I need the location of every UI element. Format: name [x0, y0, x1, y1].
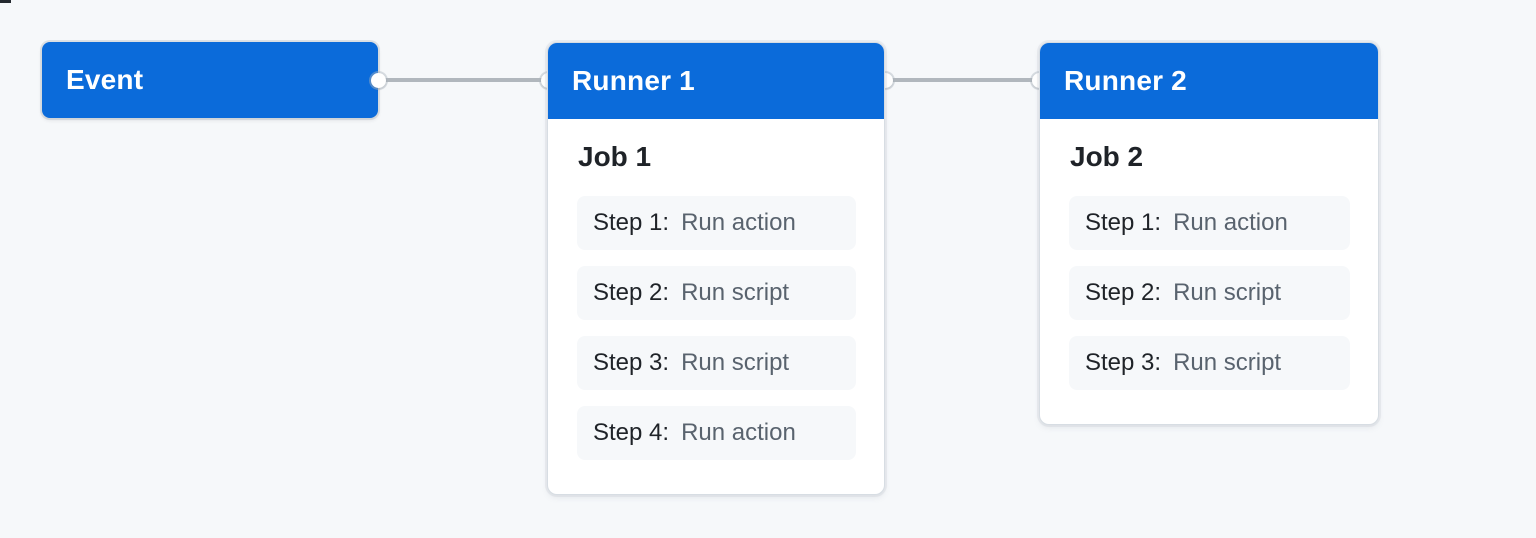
step-description: Run action [1173, 209, 1288, 236]
connector-line-runner1-runner2 [885, 78, 1040, 82]
runner1-title: Runner 1 [572, 65, 695, 96]
connector-line-event-runner1 [378, 78, 548, 82]
runner1-body: Job 1 Step 1: Run action Step 2: Run scr… [548, 119, 884, 460]
step-item: Step 1: Run action [577, 196, 856, 250]
step-label: Step 1: [593, 209, 670, 236]
step-label: Step 3: [1085, 349, 1162, 376]
step-description: Run script [1173, 349, 1282, 376]
step-item: Step 2: Run script [1069, 266, 1350, 320]
step-item: Step 3: Run script [577, 336, 856, 390]
step-label: Step 3: [593, 349, 670, 376]
step-description: Run action [681, 209, 796, 236]
step-item: Step 2: Run script [577, 266, 856, 320]
step-item: Step 1: Run action [1069, 196, 1350, 250]
corner-artifact-mark [0, 0, 11, 3]
job2-title: Job 2 [1070, 141, 1144, 172]
step-label: Step 1: [1085, 209, 1162, 236]
step-description: Run script [681, 349, 790, 376]
step-description: Run script [1173, 279, 1282, 306]
step-label: Step 2: [593, 279, 670, 306]
runner2-header: Runner 2 [1040, 43, 1378, 119]
runner2-body: Job 2 Step 1: Run action Step 2: Run scr… [1040, 119, 1378, 390]
runner2-title: Runner 2 [1064, 65, 1187, 96]
event-node-label: Event [66, 64, 144, 95]
connector-dot-event-right [371, 73, 386, 88]
step-item: Step 3: Run script [1069, 336, 1350, 390]
runner1-card: Runner 1 Job 1 Step 1: Run action Step 2… [547, 42, 885, 495]
step-description: Run action [681, 419, 796, 446]
step-label: Step 4: [593, 419, 670, 446]
runner1-header: Runner 1 [548, 43, 884, 119]
runner2-card: Runner 2 Job 2 Step 1: Run action Step 2… [1039, 42, 1379, 425]
step-label: Step 2: [1085, 279, 1162, 306]
step-description: Run script [681, 279, 790, 306]
event-node: Event [42, 42, 378, 118]
job1-title: Job 1 [578, 141, 652, 172]
step-item: Step 4: Run action [577, 406, 856, 460]
